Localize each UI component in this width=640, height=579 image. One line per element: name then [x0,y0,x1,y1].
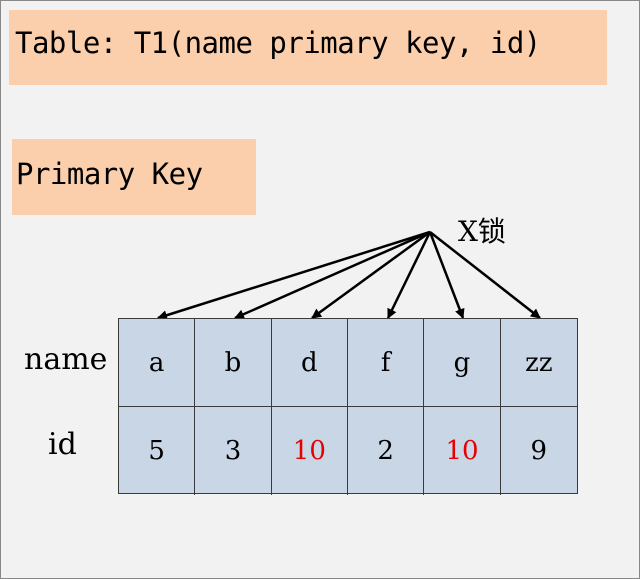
primary-key-label: Primary Key [16,157,203,191]
id-cell: 10 [272,407,348,495]
name-cell: g [424,319,501,407]
id-cell: 10 [424,407,501,495]
table-title: Table: T1(name primary key, id) [15,26,541,60]
index-record-grid: a b d f g zz 5 3 10 2 10 9 [118,318,578,495]
row-label-name: name [24,342,108,377]
row-label-id: id [48,427,77,462]
name-cell: b [195,319,272,407]
id-cell: 9 [530,436,548,466]
id-cell: 2 [348,407,425,495]
name-cell: a [119,319,196,407]
name-cell: zz [500,319,577,407]
id-cell: 5 [119,407,196,495]
table-title-box: Table: T1(name primary key, id) [9,10,607,85]
id-cell: 3 [195,407,272,495]
name-cell: f [348,319,425,407]
x-lock-label: X锁 [458,215,506,248]
name-cell: d [271,319,348,407]
primary-key-box: Primary Key [12,139,256,215]
